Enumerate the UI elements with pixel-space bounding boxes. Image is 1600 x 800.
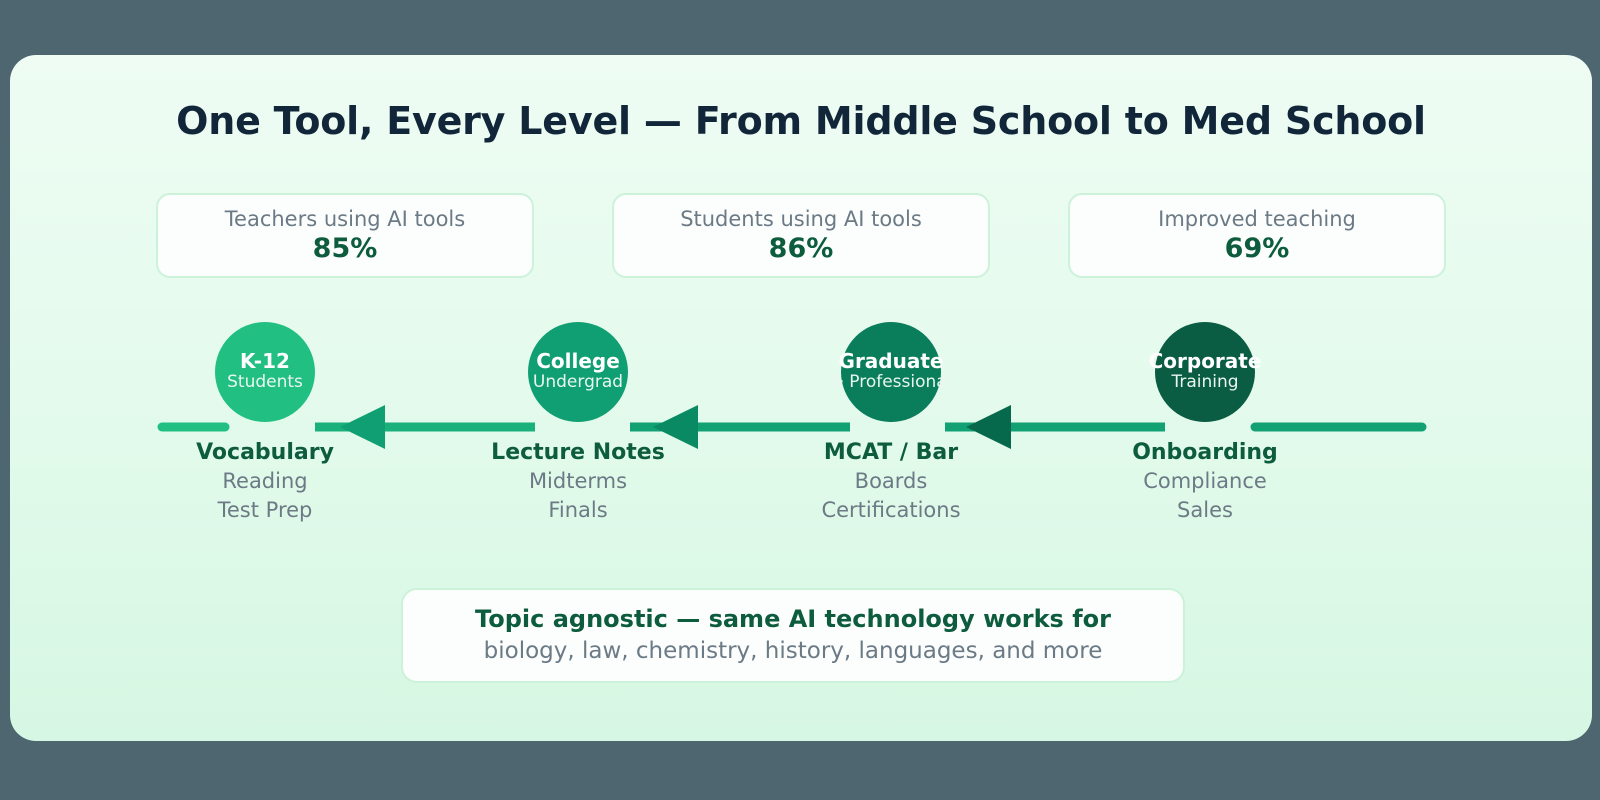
caption-heading: Onboarding <box>1132 440 1278 465</box>
stat-value: 86% <box>768 232 834 264</box>
node-title: College <box>536 349 620 374</box>
stat-label: Improved teaching <box>1158 207 1356 232</box>
pipeline-node-graduate[interactable]: Graduate & Professional <box>831 322 951 422</box>
caption-heading: Lecture Notes <box>491 440 665 465</box>
caption-line: Certifications <box>821 498 961 523</box>
node-subtitle: Undergrad <box>532 372 624 393</box>
caption-k12: Vocabulary Reading Test Prep <box>115 438 415 526</box>
footer-subline: biology, law, chemistry, history, langua… <box>483 638 1103 665</box>
node-title: K-12 <box>240 349 290 374</box>
node-title: Corporate <box>1148 349 1262 374</box>
footer-headline: Topic agnostic — same AI technology work… <box>475 605 1111 634</box>
pipeline-connectors <box>157 405 1427 449</box>
caption-line: Reading <box>222 469 308 494</box>
stat-value: 85% <box>312 232 378 264</box>
stat-value: 69% <box>1224 232 1290 264</box>
page-title: One Tool, Every Level — From Middle Scho… <box>176 99 1426 143</box>
caption-heading: Vocabulary <box>196 440 334 465</box>
pipeline-diagram: K-12 Students College Undergrad Graduate… <box>10 310 1592 522</box>
pipeline-node-college[interactable]: College Undergrad <box>528 322 628 422</box>
caption-line: Test Prep <box>217 498 313 523</box>
caption-heading: MCAT / Bar <box>823 440 959 465</box>
stat-card-students: Students using AI tools 86% <box>612 193 990 278</box>
pipeline-node-k12[interactable]: K-12 Students <box>215 322 315 422</box>
caption-line: Compliance <box>1143 469 1267 494</box>
infographic-card: One Tool, Every Level — From Middle Scho… <box>10 55 1592 741</box>
caption-line: Finals <box>548 498 608 523</box>
caption-line: Sales <box>1177 498 1233 523</box>
stat-label: Students using AI tools <box>680 207 922 232</box>
caption-line: Midterms <box>528 469 628 494</box>
arrow-head-1 <box>340 405 385 449</box>
stat-label: Teachers using AI tools <box>224 207 466 232</box>
node-subtitle: Students <box>227 372 303 393</box>
caption-graduate: MCAT / Bar Boards Certifications <box>741 438 1041 526</box>
caption-college: Lecture Notes Midterms Finals <box>428 438 728 526</box>
arrow-head-3 <box>966 405 1011 449</box>
caption-corporate: Onboarding Compliance Sales <box>1055 438 1355 526</box>
stat-card-improved-teaching: Improved teaching 69% <box>1068 193 1446 278</box>
arrow-head-2 <box>653 405 698 449</box>
node-title: Graduate <box>838 349 944 374</box>
node-subtitle: Training <box>1171 372 1239 393</box>
stat-card-teachers: Teachers using AI tools 85% <box>156 193 534 278</box>
footer-callout: Topic agnostic — same AI technology work… <box>401 588 1185 683</box>
caption-line: Boards <box>854 469 928 494</box>
pipeline-node-corporate[interactable]: Corporate Training <box>1149 322 1261 422</box>
node-subtitle: & Professional <box>830 372 952 393</box>
stat-card-row: Teachers using AI tools 85% Students usi… <box>156 193 1446 278</box>
